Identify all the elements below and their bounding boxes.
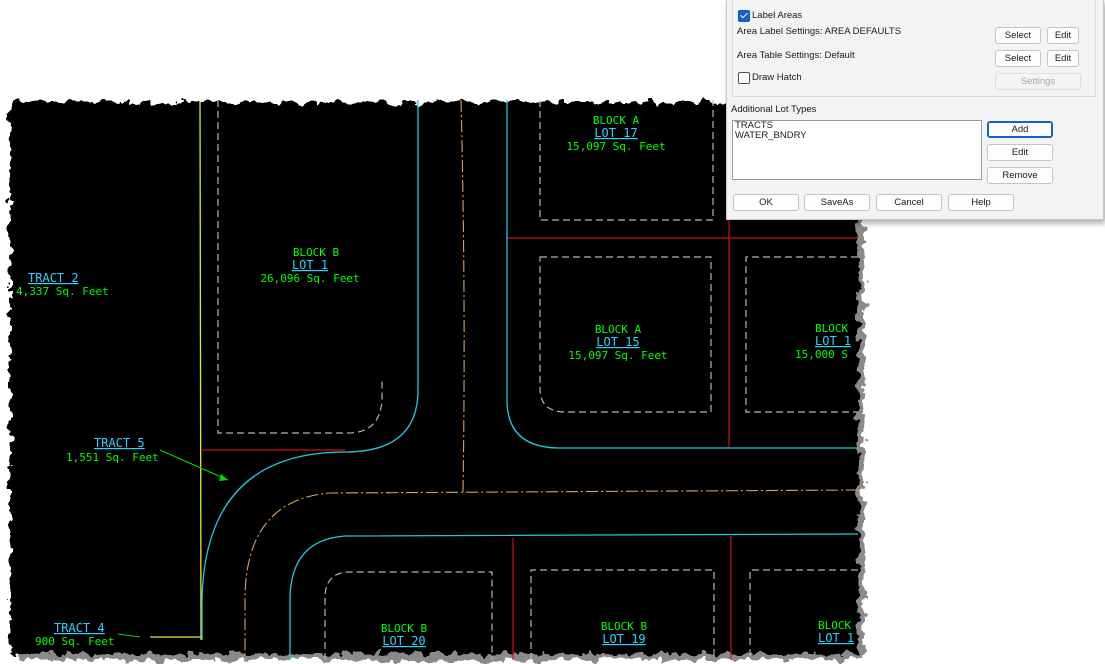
help-button[interactable]: Help	[948, 194, 1014, 211]
lot-15-outline	[539, 256, 712, 413]
lot-right-block: BLOCK	[815, 322, 848, 335]
lot-br-number: LOT 1	[818, 631, 854, 645]
lot-20-number: LOT 20	[382, 634, 425, 648]
lot-17-block: BLOCK A	[593, 114, 640, 127]
additional-lot-types-list[interactable]: TRACTS WATER_BNDRY	[732, 120, 982, 180]
tract-2-name: TRACT 2	[28, 271, 79, 285]
lot-1-block: BLOCK B	[293, 246, 340, 259]
road-edge-south	[289, 533, 858, 660]
drawing-background	[10, 102, 858, 654]
lot-15-block: BLOCK A	[595, 323, 642, 336]
edit-lot-type-button[interactable]: Edit	[987, 144, 1053, 161]
draw-hatch-label: Draw Hatch	[752, 72, 802, 83]
tract-4-area: 900 Sq. Feet	[35, 635, 114, 648]
road-edge-north	[506, 100, 858, 449]
label-areas-label: Label Areas	[752, 10, 803, 21]
area-settings-group: Label Areas Area Label Settings: AREA DE…	[732, 0, 1096, 97]
lot-19-number: LOT 19	[602, 632, 645, 646]
tract-5-name: TRACT 5	[94, 436, 145, 450]
lot-17-area: 15,097 Sq. Feet	[566, 140, 665, 153]
list-item[interactable]: WATER_BNDRY	[735, 130, 807, 141]
draw-hatch-checkbox[interactable]	[738, 72, 750, 84]
lot-15-area: 15,097 Sq. Feet	[568, 349, 667, 362]
lot-br-block: BLOCK	[818, 619, 851, 632]
lot-1-number: LOT 1	[292, 258, 328, 272]
road-centerline-ns	[460, 100, 465, 493]
additional-lot-types-title: Additional Lot Types	[731, 104, 817, 115]
cancel-button[interactable]: Cancel	[876, 194, 942, 211]
cad-geometry	[117, 100, 858, 660]
add-lot-type-button[interactable]: Add	[987, 121, 1053, 138]
lot-15-number: LOT 15	[596, 335, 639, 349]
area-label-settings-text: Area Label Settings: AREA DEFAULTS	[737, 26, 902, 37]
area-label-edit-button[interactable]: Edit	[1047, 27, 1079, 44]
area-table-edit-button[interactable]: Edit	[1047, 50, 1079, 67]
lot-19-block: BLOCK B	[601, 620, 648, 633]
ok-button[interactable]: OK	[733, 194, 799, 211]
lot-right-area: 15,000 S	[795, 348, 848, 361]
label-areas-checkbox[interactable]	[738, 10, 750, 22]
road-centerline-ew	[244, 489, 858, 660]
tract-5-area: 1,551 Sq. Feet	[66, 451, 159, 464]
lot-20-block: BLOCK B	[381, 622, 428, 635]
lot-area-settings-dialog: Label Areas Area Label Settings: AREA DE…	[726, 0, 1104, 220]
saveas-button[interactable]: SaveAs	[804, 194, 870, 211]
area-table-select-button[interactable]: Select	[995, 50, 1041, 67]
lot-17-number: LOT 17	[594, 126, 637, 140]
tract-2-area: 4,337 Sq. Feet	[16, 285, 109, 298]
list-item[interactable]: TRACTS	[735, 120, 773, 131]
lot-right-number: LOT 1	[815, 334, 851, 348]
tract-4-name: TRACT 4	[54, 621, 105, 635]
area-label-select-button[interactable]: Select	[995, 27, 1041, 44]
tract-boundary-line	[199, 100, 202, 641]
remove-lot-type-button[interactable]: Remove	[987, 167, 1053, 184]
lot-1-outline	[217, 100, 383, 434]
road-edge-west	[201, 100, 419, 640]
lot-1-area: 26,096 Sq. Feet	[260, 272, 359, 285]
hatch-settings-button[interactable]: Settings	[995, 73, 1081, 90]
area-table-settings-text: Area Table Settings: Default	[737, 50, 855, 61]
